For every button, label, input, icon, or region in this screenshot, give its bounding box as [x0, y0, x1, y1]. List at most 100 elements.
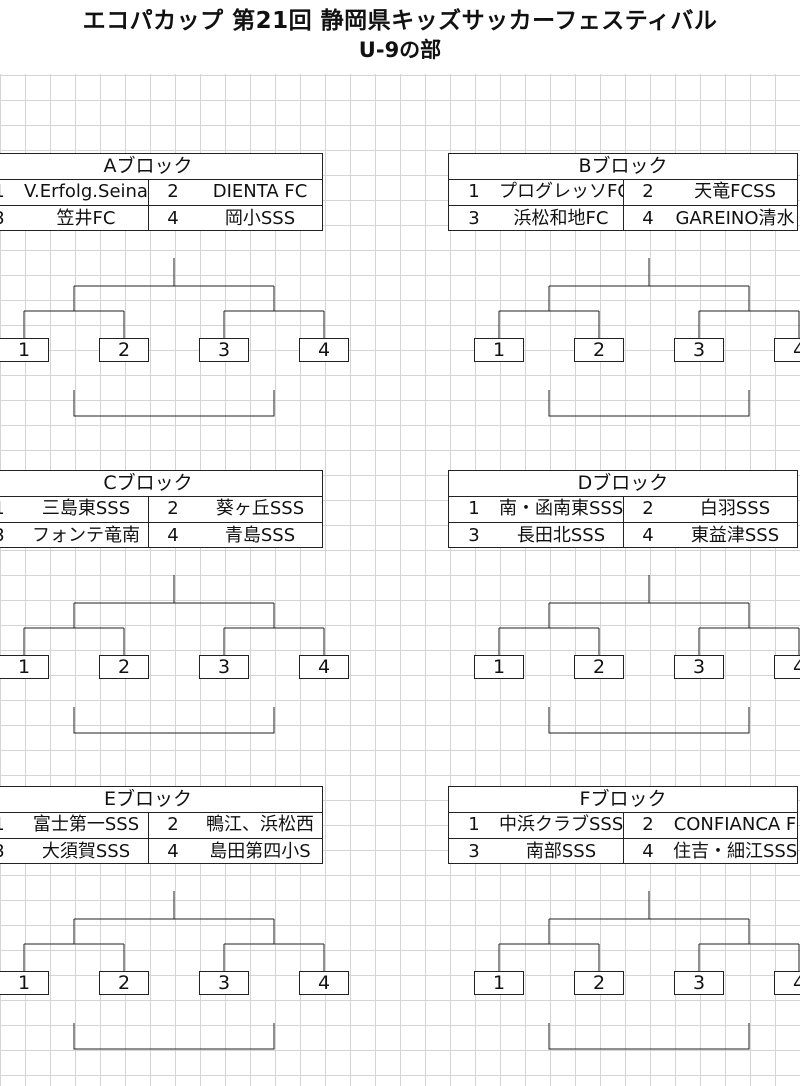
- team-name: 南部SSS: [525, 841, 597, 862]
- tournament-bracket: [23, 258, 325, 417]
- tournament-bracket: [498, 891, 800, 1050]
- team-table: Aブロック1V.Erfolg.Seina 2 DIENTA FC 3 笠井FC 4 岡小SS…: [0, 153, 323, 231]
- team-name: 島田第四小S: [209, 841, 311, 862]
- tournament-bracket: [498, 258, 800, 417]
- team-number: 3: [468, 841, 480, 862]
- team-name: フォンテ竜南: [32, 525, 140, 546]
- team-number: 1: [468, 181, 480, 202]
- bracket-slot: 4: [299, 655, 349, 679]
- row-divider: [0, 838, 322, 839]
- team-table: Cブロック1 三島東SSS 2 葵ヶ丘SSS 3 フォンテ竜南 4 青島SSS: [0, 470, 323, 548]
- page-title: エコパカップ 第21回 静岡県キッズサッカーフェスティバル: [82, 8, 718, 34]
- bracket-slot: 1: [474, 338, 524, 362]
- team-name: 中浜クラブSSS: [499, 814, 623, 835]
- block-header: Aブロック: [0, 154, 322, 180]
- team-name: DIENTA FC: [212, 181, 308, 202]
- team-number: 3: [468, 525, 480, 546]
- team-name: プログレッソFC: [499, 181, 623, 202]
- bracket-slot: 2: [574, 971, 624, 995]
- block-header: Cブロック: [0, 471, 322, 497]
- team-number: 3: [468, 208, 480, 229]
- team-name: GAREINO清水: [675, 208, 795, 229]
- bracket-slot: 1: [474, 971, 524, 995]
- team-name: 南・函南東SSS: [499, 498, 623, 519]
- team-number: 1: [0, 496, 24, 521]
- bracket-slot: 3: [199, 971, 249, 995]
- row-divider: [0, 205, 322, 206]
- bracket-line: [548, 707, 750, 734]
- bracket-slot: 1: [0, 971, 49, 995]
- block-e: Eブロック1富士第一SSS2鴨江、浜松西3大須賀SSS4島田第四小S1234: [0, 786, 373, 1086]
- tournament-bracket: [498, 575, 800, 734]
- bracket-slot: 3: [674, 655, 724, 679]
- team-number: 4: [167, 208, 179, 229]
- team-number: 2: [167, 181, 179, 202]
- team-name: 三島東SSS: [41, 498, 131, 519]
- bracket-slot: 4: [774, 338, 800, 362]
- team-number: 1: [0, 179, 24, 204]
- team-number: 4: [642, 841, 654, 862]
- team-number: 3: [0, 839, 24, 864]
- tournament-bracket: [23, 891, 325, 1050]
- team-number: 2: [642, 181, 654, 202]
- team-name: 大須賀SSS: [41, 841, 131, 862]
- bracket-line: [548, 390, 750, 417]
- team-name: 青島SSS: [224, 525, 296, 546]
- bracket-slot: 4: [774, 655, 800, 679]
- team-number: 4: [167, 525, 179, 546]
- team-number: 4: [642, 208, 654, 229]
- team-number: 3: [0, 206, 24, 231]
- team-name: 岡小SSS: [224, 208, 296, 229]
- bracket-slot: 2: [574, 655, 624, 679]
- team-name: 長田北SSS: [516, 525, 606, 546]
- team-number: 3: [0, 523, 24, 548]
- team-number: 1: [0, 812, 24, 837]
- team-name: 鴨江、浜松西: [206, 814, 314, 835]
- team-name: 住吉・細江SSS: [673, 841, 797, 862]
- bracket-slot: 1: [0, 655, 49, 679]
- team-number: 2: [642, 498, 654, 519]
- bracket-line: [73, 390, 275, 417]
- bracket-slot: 2: [574, 338, 624, 362]
- row-divider: [449, 838, 797, 839]
- team-number: 2: [167, 498, 179, 519]
- team-number: 1: [468, 498, 480, 519]
- bracket-line: [73, 1023, 275, 1050]
- team-name: 東益津SSS: [690, 525, 780, 546]
- bracket-slot: 3: [674, 971, 724, 995]
- bracket-slot: 1: [474, 655, 524, 679]
- team-name: V.Erfolg.Seina: [24, 181, 148, 202]
- row-divider: [0, 522, 322, 523]
- team-name: 浜松和地FC: [513, 208, 609, 229]
- block-header: Eブロック: [0, 787, 322, 813]
- tournament-bracket: [23, 575, 325, 734]
- team-name: 富士第一SSS: [32, 814, 140, 835]
- bracket-slot: 3: [199, 338, 249, 362]
- bracket-slot: 2: [99, 655, 149, 679]
- bracket-slot: 4: [774, 971, 800, 995]
- bracket-slot: 4: [299, 971, 349, 995]
- bracket-line: [548, 1023, 750, 1050]
- row-divider: [449, 522, 797, 523]
- team-name: 笠井FC: [56, 208, 116, 229]
- bracket-slot: 2: [99, 338, 149, 362]
- team-name: CONFIANCA F: [673, 814, 797, 835]
- team-table: Eブロック1富士第一SSS2鴨江、浜松西3大須賀SSS4島田第四小S: [0, 786, 323, 864]
- bracket-slot: 3: [674, 338, 724, 362]
- team-name: 葵ヶ丘SSS: [215, 498, 305, 519]
- team-number: 4: [167, 841, 179, 862]
- team-number: 4: [642, 525, 654, 546]
- bracket-slot: 1: [0, 338, 49, 362]
- bracket-slot: 4: [299, 338, 349, 362]
- title-band: エコパカップ 第21回 静岡県キッズサッカーフェスティバル U-9の部: [0, 0, 800, 74]
- team-name: 白羽SSS: [699, 498, 771, 519]
- row-divider: [449, 205, 797, 206]
- bracket-slot: 2: [99, 971, 149, 995]
- bracket-slot: 3: [199, 655, 249, 679]
- page-subtitle: U-9の部: [358, 38, 442, 62]
